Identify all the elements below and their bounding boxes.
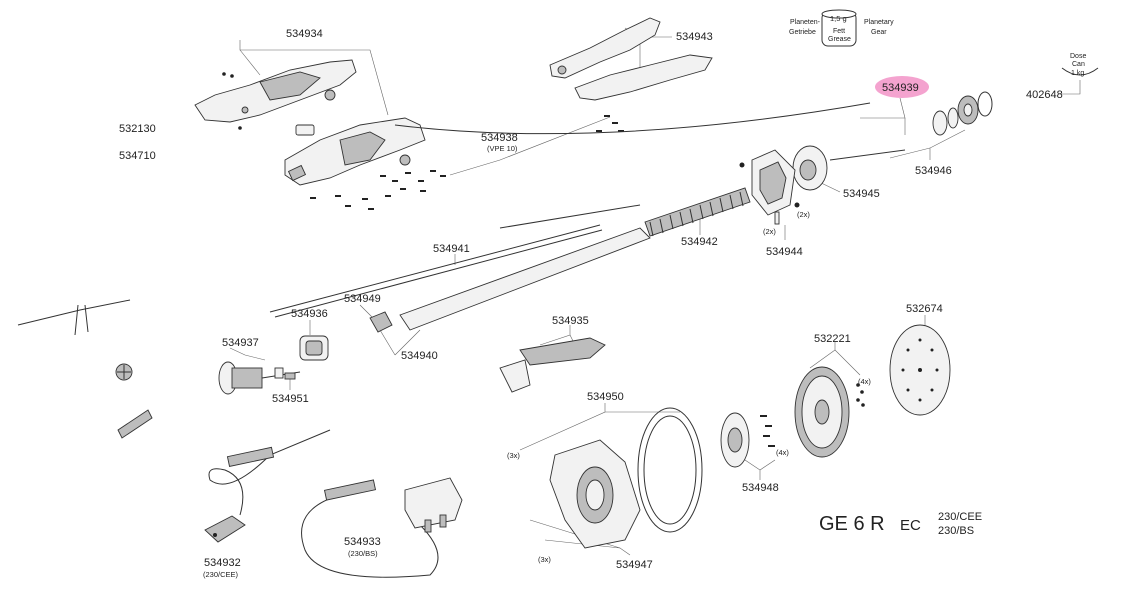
grease-legend: Planeten- Getriebe 1,5 g Fett Grease Pla… [789,14,894,43]
dose-can-label-3: 1 kg [1071,70,1084,77]
part-number-402648: 402648 [1026,89,1063,101]
part-number-534948: 534948 [742,482,779,494]
coupling [369,311,393,333]
qty-2x-lower: (2x) [763,227,776,236]
part-number-534940: 534940 [401,350,438,362]
part-number-534934: 534934 [286,28,323,40]
grease-can-grease: Grease [828,36,851,43]
dose-can-legend: Dose Can 1 kg [1070,53,1086,77]
grease-legend-left-2: Getriebe [789,29,816,36]
pins [739,162,800,225]
grease-can-icon [821,9,857,47]
part-sub-534933: (230/BS) [348,549,378,558]
part-number-534951: 534951 [272,393,309,405]
part-number-534933: 534933 [344,536,381,548]
part-number-534935: 534935 [552,315,589,327]
cover-shell [549,439,641,549]
grease-legend-left-1: Planeten- [790,19,821,26]
switch-assembly [499,337,606,393]
dose-can-icon [1061,67,1099,76]
part-number-534943: 534943 [676,31,713,43]
part-number-532130: 532130 [119,123,156,135]
power-cord-cee [204,429,331,543]
part-number-534950: 534950 [587,391,624,403]
bearing-set [932,91,993,136]
backing-pad [794,366,865,458]
part-number-534947: 534947 [616,559,653,571]
voltage-cee: 230/CEE [938,511,982,523]
dose-can-label-1: Dose [1070,53,1086,60]
part-number-534938: 534938 [481,132,518,144]
grommet [115,363,133,381]
part-number-534946: 534946 [915,165,952,177]
grease-legend-right-2: Gear [871,29,887,36]
voltage-bs: 230/BS [938,525,974,537]
bearing-small [284,372,296,380]
part-number-532221: 532221 [814,333,851,345]
small-clip [295,124,315,136]
power-cord-bs [301,477,463,578]
qty-3x-lower: (3x) [538,555,551,564]
tube [269,224,651,331]
part-number-532674: 532674 [906,303,943,315]
housing-half-upper [194,59,357,123]
grease-can-amount: 1,5 g [830,14,847,23]
leader-lines [229,27,1081,556]
qty-4x-pad: (4x) [858,377,871,386]
model-block: GE 6 R EC 230/CEE 230/BS [819,511,982,537]
part-number-534941: 534941 [433,243,470,255]
handle-shell [549,17,713,101]
brush-holder [299,335,329,361]
strain-relief [117,409,153,439]
part-number-534939: 534939 [882,82,919,94]
shroud-ring [637,407,703,533]
screw-set [222,72,624,210]
part-number-534937: 534937 [222,337,259,349]
part-sub-534938: (VPE 10) [487,144,518,153]
gear-head [751,145,828,216]
part-number-534936: 534936 [291,308,328,320]
part-number-534942: 534942 [681,236,718,248]
housing-half-lower [284,117,426,186]
part-number-534945: 534945 [843,188,880,200]
part-number-534932: 534932 [204,557,241,569]
part-number-534710: 534710 [119,150,156,162]
cable-piece-left [17,299,131,336]
grease-can-fett: Fett [833,28,845,35]
bearing-plate [720,412,775,468]
qty-2x-upper: (2x) [797,210,810,219]
part-labels: 534934 532130 534710 534938 (VPE 10) 534… [119,28,1063,579]
qty-4x-plate: (4x) [776,448,789,457]
quantity-labels: (2x) (2x) (4x) (4x) (3x) (3x) [507,210,871,564]
part-number-534944: 534944 [766,246,803,258]
part-sub-534932: (230/CEE) [203,570,239,579]
flexible-shaft [394,102,906,229]
qty-3x-upper: (3x) [507,451,520,460]
model-name: GE 6 R [819,513,885,535]
spring [644,187,751,237]
sanding-disc [889,324,951,416]
part-number-534949: 534949 [344,293,381,305]
highlight-badge-534939[interactable]: 534939 [875,76,929,98]
armature [218,361,301,395]
dose-can-label-2: Can [1072,61,1085,68]
model-variant: EC [900,517,921,534]
grease-legend-right-1: Planetary [864,19,894,26]
